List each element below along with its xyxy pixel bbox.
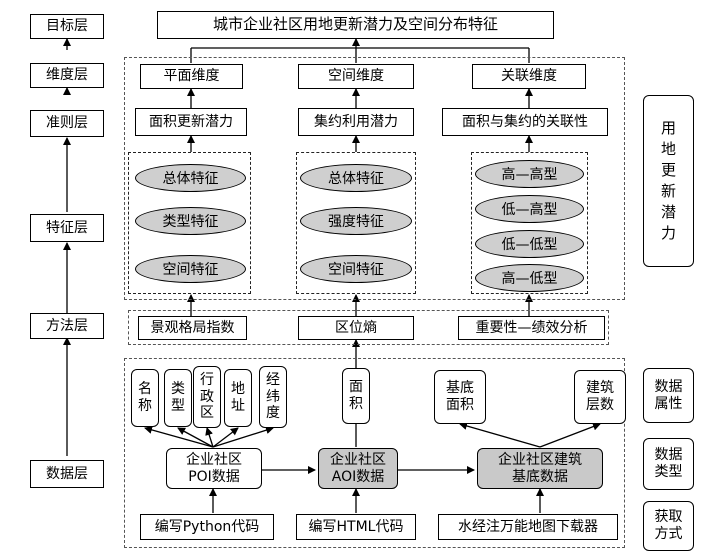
dimension-planar: 平面维度 — [140, 64, 243, 89]
attr-base-area: 基底 面积 — [434, 370, 486, 424]
dimension-spatial: 空间维度 — [298, 64, 414, 89]
feature-intensity: 强度特征 — [300, 207, 412, 235]
feature-low-low: 低—低型 — [475, 230, 584, 258]
acquire-map-downloader: 水经注万能地图下载器 — [438, 514, 618, 540]
attr-address: 地 址 — [224, 369, 252, 427]
criterion-area-intensive-correlation: 面积与集约的关联性 — [442, 108, 608, 136]
feature-group-planar — [128, 152, 251, 294]
feature-low-high: 低—高型 — [475, 195, 584, 223]
criterion-intensive-potential: 集约利用潜力 — [298, 108, 414, 136]
attr-name: 名 称 — [131, 369, 159, 427]
label-data-attributes: 数据 属性 — [643, 368, 694, 423]
data-type-building: 企业社区建筑 基底数据 — [477, 448, 603, 489]
feature-overall-2: 总体特征 — [300, 164, 412, 192]
label-acquisition-methods: 获取 方式 — [643, 501, 694, 551]
upper-dashed-frame — [124, 57, 625, 300]
feature-high-low: 高—低型 — [475, 264, 584, 292]
layer-data: 数据层 — [30, 460, 104, 488]
method-location-quotient: 区位熵 — [298, 316, 414, 340]
lower-dashed-frame — [124, 358, 625, 548]
attr-floors: 建筑 层数 — [574, 370, 626, 424]
feature-type: 类型特征 — [135, 207, 246, 235]
acquire-html: 编写HTML代码 — [296, 514, 416, 540]
label-renewal-potential: 用 地 更 新 潜 力 — [643, 95, 694, 267]
attr-coordinates: 经 纬 度 — [259, 366, 287, 428]
criterion-area-potential: 面积更新潜力 — [135, 108, 247, 136]
layer-target: 目标层 — [30, 14, 104, 39]
method-ipa: 重要性—绩效分析 — [458, 316, 605, 340]
method-dashed-frame — [128, 310, 609, 345]
feature-spatial-1: 空间特征 — [135, 255, 246, 283]
method-landscape-index: 景观格局指数 — [138, 316, 247, 340]
data-type-poi: 企业社区 POI数据 — [166, 448, 262, 489]
layer-dimension: 维度层 — [30, 63, 104, 88]
feature-spatial-2: 空间特征 — [300, 255, 412, 283]
page-title: 城市企业社区用地更新潜力及空间分布特征 — [157, 11, 554, 39]
layer-method: 方法层 — [30, 313, 104, 339]
feature-group-spatial — [296, 152, 416, 294]
acquire-python: 编写Python代码 — [140, 514, 274, 540]
attr-district: 行 政 区 — [193, 366, 221, 428]
layer-criteria: 准则层 — [30, 110, 104, 137]
dimension-relational: 关联维度 — [472, 64, 586, 89]
feature-high-high: 高—高型 — [475, 160, 584, 188]
feature-overall-1: 总体特征 — [135, 164, 246, 192]
attr-area: 面 积 — [342, 368, 370, 424]
data-type-aoi: 企业社区 AOI数据 — [318, 448, 398, 489]
label-data-types: 数据 类型 — [643, 438, 694, 490]
feature-group-relational — [471, 152, 588, 294]
attr-type: 类 型 — [164, 369, 192, 427]
layer-feature: 特征层 — [30, 214, 104, 242]
